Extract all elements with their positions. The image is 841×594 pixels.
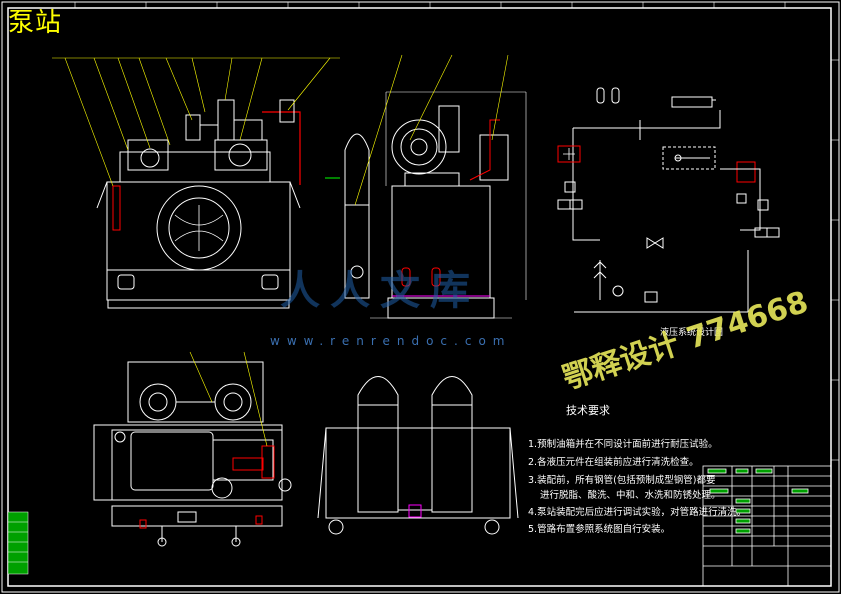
revision-block [7,511,29,575]
hydraulic-schematic [557,87,780,313]
tech-requirement-5: 5.管路布置参照系统图自行安装。 [528,524,671,535]
accumulator-left [357,376,399,513]
plan-view [93,361,292,547]
relief-red [736,161,756,183]
front-view-leaders [52,57,340,187]
plan-view-leaders [189,351,268,447]
tech-requirement-1: 1.预制油箱并在不同设计面前进行耐压试验。 [528,439,718,450]
accumulator-view [317,376,519,535]
tech-requirement-2: 2.各液压元件在组装前应进行清洗检查。 [528,457,699,468]
title-block [702,465,832,587]
tech-requirements-title: 技术要求 [566,404,610,417]
tech-requirement-3b: 进行脱脂、酸洗、中和、水洗和防锈处理。 [540,490,721,501]
zone-ticks [74,2,839,461]
tech-requirement-4: 4.泵站装配完后应进行调试实验，对管路进行清洗。 [528,507,747,518]
motor-side [391,119,447,175]
accumulator-right [431,376,473,513]
accumulator-side [344,133,370,299]
watermark-text: 人人文库 [280,268,480,314]
side-view-leaders [354,54,509,206]
tech-requirement-3: 3.装配前，所有钢管(包括预制成型钢管)都要 [528,475,716,486]
side-view [325,91,527,319]
tank-inspection-cover [156,185,242,271]
schematic-title: 液压系统设计图 [660,328,724,338]
filter-red [557,145,581,163]
drawing-title: 泵站 [8,8,63,38]
front-view [96,99,301,309]
inner-frame [7,7,832,587]
watermark-url: www.renrendoc.com [270,334,512,348]
